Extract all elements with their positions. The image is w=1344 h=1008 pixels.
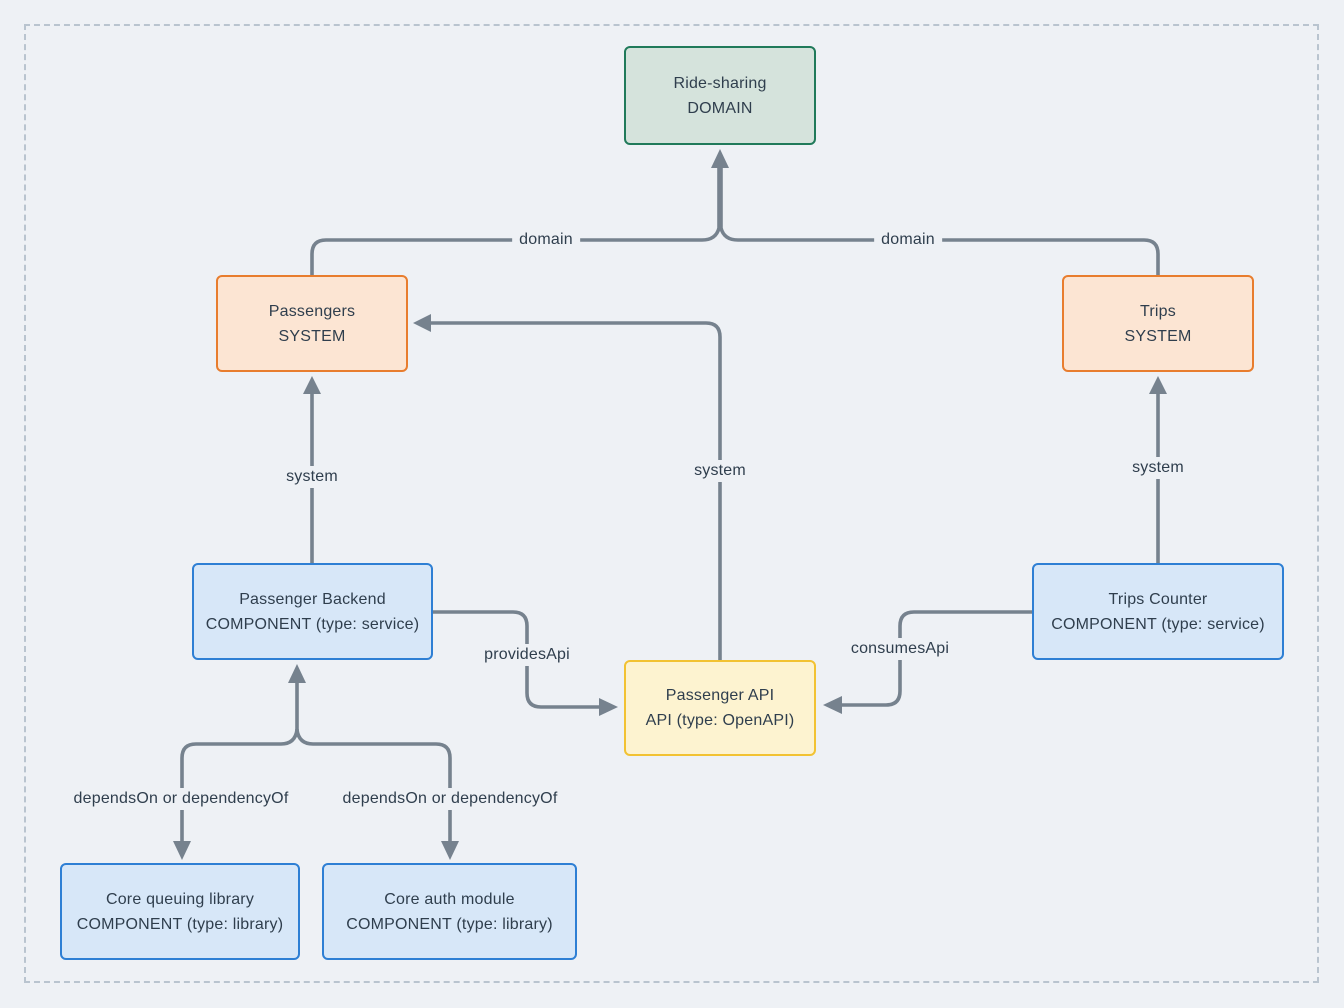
node-title: Ride-sharing	[673, 74, 767, 92]
edge-label-provides-api: providesApi	[477, 644, 577, 666]
node-passengers-system: Passengers SYSTEM	[216, 275, 408, 372]
node-passenger-backend: Passenger Backend COMPONENT (type: servi…	[192, 563, 433, 660]
edge-depends-left-line	[180, 728, 299, 848]
arrowhead-into-passengers-right	[413, 314, 431, 332]
node-title: Trips	[1140, 302, 1176, 320]
node-title: Passengers	[268, 302, 356, 320]
node-subtitle: COMPONENT (type: library)	[346, 915, 553, 933]
edge-label-system-left: system	[279, 466, 345, 488]
edge-label-domain-left: domain	[512, 229, 580, 251]
node-subtitle: COMPONENT (type: library)	[76, 915, 284, 933]
arrowhead-into-core-queuing	[173, 841, 191, 860]
node-subtitle: API (type: OpenAPI)	[645, 712, 795, 729]
edge-label-consumes-api: consumesApi	[843, 638, 957, 660]
node-ride-sharing-domain: Ride-sharing DOMAIN	[624, 46, 816, 145]
node-core-queuing-library: Core queuing library COMPONENT (type: li…	[60, 863, 300, 960]
arrowhead-into-api-right	[823, 696, 842, 714]
node-title: Passenger API	[665, 687, 775, 704]
edge-domain-right-line	[719, 166, 1160, 277]
node-passenger-api: Passenger API API (type: OpenAPI)	[624, 660, 816, 756]
edge-label-depends-right: dependsOn or dependencyOf	[335, 788, 565, 810]
node-subtitle: SYSTEM	[278, 327, 346, 345]
arrowhead-into-api-left	[599, 698, 618, 716]
node-subtitle: COMPONENT (type: service)	[1051, 615, 1265, 633]
edge-domain-left-line	[310, 166, 721, 277]
arrowhead-into-domain	[711, 149, 729, 168]
arrowhead-into-core-auth	[441, 841, 459, 860]
edge-label-depends-left: dependsOn or dependencyOf	[66, 788, 296, 810]
diagram-dashed-frame	[24, 24, 1319, 983]
node-subtitle: SYSTEM	[1124, 327, 1192, 345]
arrowhead-into-passengers-bottom	[303, 376, 321, 394]
node-subtitle: COMPONENT (type: service)	[205, 615, 420, 633]
edge-label-system-middle: system	[687, 460, 753, 482]
edge-depends-right-line	[295, 728, 452, 848]
arrowhead-into-backend-bottom	[288, 664, 306, 683]
node-title: Passenger Backend	[239, 590, 386, 608]
node-title: Core queuing library	[105, 890, 255, 908]
edge-label-system-right: system	[1125, 457, 1191, 479]
node-trips-counter: Trips Counter COMPONENT (type: service)	[1032, 563, 1284, 660]
node-core-auth-module: Core auth module COMPONENT (type: librar…	[322, 863, 577, 960]
edge-system-middle-line	[429, 321, 722, 662]
node-subtitle: DOMAIN	[687, 99, 753, 117]
arrowhead-into-trips-bottom	[1149, 376, 1167, 394]
node-trips-system: Trips SYSTEM	[1062, 275, 1254, 372]
edge-label-domain-right: domain	[874, 229, 942, 251]
node-title: Trips Counter	[1108, 590, 1208, 608]
node-title: Core auth module	[384, 890, 515, 908]
